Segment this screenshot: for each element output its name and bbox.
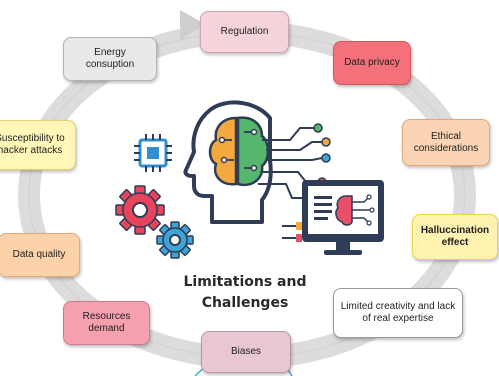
box-ethical-considerations: Ethical considerations bbox=[402, 119, 490, 166]
box-hallucination-effect: Halluccination effect bbox=[412, 214, 498, 260]
box-regulation: Regulation bbox=[200, 11, 289, 53]
title-line-2: Challenges bbox=[201, 295, 289, 311]
box-ethical-label: Ethical considerations bbox=[413, 130, 479, 154]
box-hallucination-label: Halluccination effect bbox=[420, 225, 490, 248]
cycle-arrow-icon bbox=[180, 10, 205, 40]
box-resources-demand: Resources demand bbox=[63, 301, 150, 345]
box-energy-consumption: Energy consuption bbox=[63, 37, 157, 81]
box-data-privacy-label: Data privacy bbox=[344, 57, 400, 68]
box-biases-label: Biases bbox=[230, 346, 261, 357]
box-limited-creativity-label: Limited creativity and lack of real expe… bbox=[340, 301, 456, 324]
chip-icon bbox=[134, 134, 172, 172]
box-resources-label: Resources demand bbox=[82, 311, 131, 334]
title-line-1: Limitations and bbox=[183, 274, 307, 290]
box-data-quality-label: Data quality bbox=[12, 249, 66, 260]
box-hacker-attacks: Susceptibility to hacker attacks bbox=[0, 120, 76, 170]
box-limited-creativity: Limited creativity and lack of real expe… bbox=[333, 288, 463, 338]
box-data-privacy: Data privacy bbox=[333, 41, 411, 85]
box-regulation-label: Regulation bbox=[220, 26, 269, 37]
monitor-icon bbox=[302, 180, 384, 255]
box-hacker-label: Susceptibility to hacker attacks bbox=[0, 133, 65, 156]
box-data-quality: Data quality bbox=[0, 233, 80, 277]
box-energy-label: Energy consuption bbox=[85, 47, 135, 70]
diagram-title: Limitations and Challenges bbox=[175, 272, 315, 314]
gear-red-icon bbox=[115, 185, 165, 235]
box-biases: Biases bbox=[201, 331, 291, 373]
head-brain-icon bbox=[183, 100, 273, 224]
cable-connectors-icon bbox=[282, 222, 302, 242]
gear-blue-icon bbox=[156, 221, 194, 259]
